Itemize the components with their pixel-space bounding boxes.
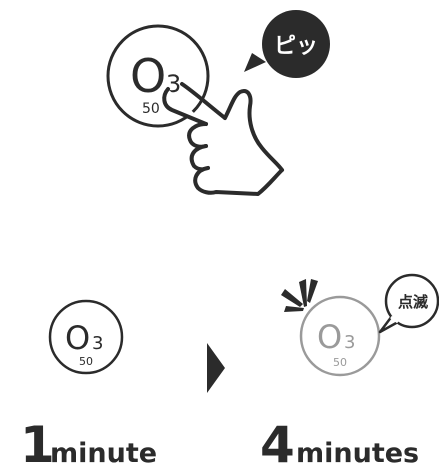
- press-sound-bubble: ピッ: [244, 10, 330, 78]
- step-two-caption: 4 minutes: [260, 416, 419, 468]
- step-one-symbol: O: [65, 319, 90, 357]
- top-button-level: 50: [142, 101, 160, 117]
- top-ozone-button: O 3 50: [108, 26, 208, 126]
- step-one-subscript: 3: [92, 333, 103, 354]
- step-two-number: 4: [260, 416, 295, 468]
- press-sound-text: ピッ: [274, 34, 318, 59]
- step-two-unit: minutes: [296, 438, 419, 468]
- step-one-unit: minute: [50, 438, 157, 468]
- step-two-subscript: 3: [344, 332, 355, 353]
- step-one-level: 50: [79, 355, 93, 368]
- step-two-ozone-button: O 3 50: [301, 297, 379, 375]
- step-two-symbol: O: [317, 318, 342, 356]
- blink-text: 点滅: [398, 293, 428, 311]
- top-button-symbol: O: [130, 49, 166, 103]
- blink-bubble: 点滅: [380, 275, 438, 332]
- step-one-caption: 1 minute: [20, 416, 157, 468]
- step-one-ozone-button: O 3 50: [50, 301, 122, 373]
- step-two-level: 50: [333, 356, 347, 369]
- next-step-arrow-icon: [207, 343, 225, 393]
